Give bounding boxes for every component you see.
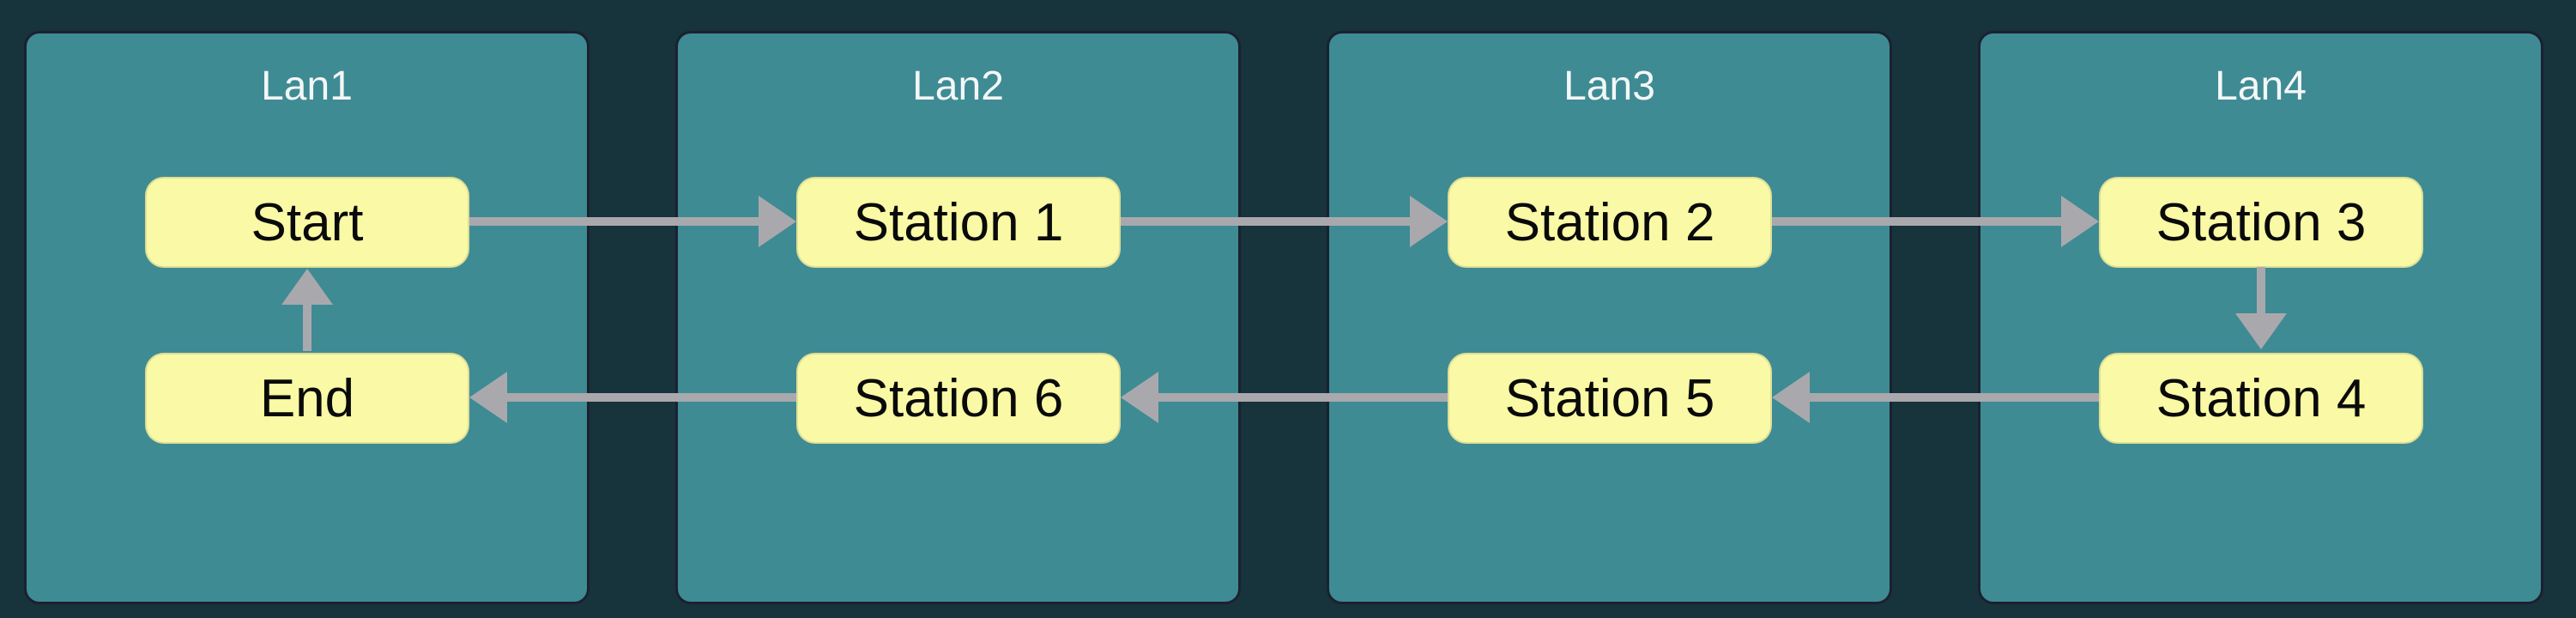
node-end: End xyxy=(145,353,469,444)
lane-lan2-title: Lan2 xyxy=(912,64,1004,109)
lane-lan4: Lan4 Station 3 Station 4 xyxy=(1978,31,2543,604)
node-station-5: Station 5 xyxy=(1448,353,1772,444)
node-station-3-label: Station 3 xyxy=(2156,192,2367,252)
node-station-6: Station 6 xyxy=(796,353,1121,444)
node-station-4: Station 4 xyxy=(2099,353,2423,444)
lane-lan1: Lan1 Start End xyxy=(24,31,590,604)
lane-lan4-title: Lan4 xyxy=(2215,64,2307,109)
lane-lan1-title: Lan1 xyxy=(261,64,353,109)
node-station-1: Station 1 xyxy=(796,177,1121,268)
node-start-label: Start xyxy=(251,192,364,252)
node-station-1-label: Station 1 xyxy=(853,192,1064,252)
node-start: Start xyxy=(145,177,469,268)
node-end-label: End xyxy=(259,368,355,428)
lane-lan2: Lan2 Station 1 Station 6 xyxy=(675,31,1241,604)
node-station-6-label: Station 6 xyxy=(853,368,1064,428)
lane-lan3-title: Lan3 xyxy=(1563,64,1655,109)
node-station-4-label: Station 4 xyxy=(2156,368,2367,428)
node-station-3: Station 3 xyxy=(2099,177,2423,268)
node-station-5-label: Station 5 xyxy=(1504,368,1715,428)
node-station-2: Station 2 xyxy=(1448,177,1772,268)
lane-lan3: Lan3 Station 2 Station 5 xyxy=(1327,31,1892,604)
node-station-2-label: Station 2 xyxy=(1504,192,1715,252)
